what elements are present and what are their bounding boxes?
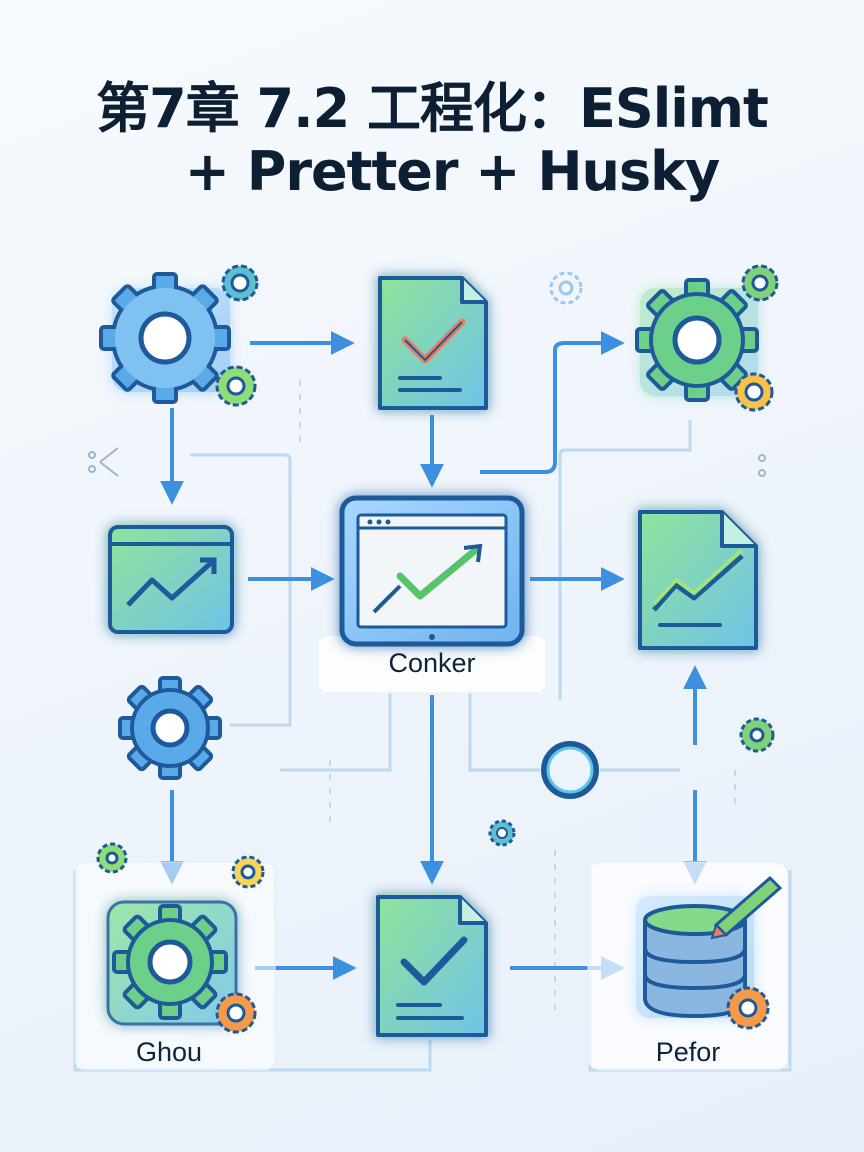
small-gear-icon — [741, 264, 779, 302]
center-node-label: Conker — [388, 648, 476, 678]
title-line-2: + Pretter + Husky — [184, 140, 721, 203]
small-gear-icon — [488, 819, 516, 847]
bottom-right-node-label: Pefor — [655, 1037, 721, 1067]
small-gear-icon — [96, 842, 128, 874]
gear-icon — [106, 900, 238, 1026]
arrow-to-top-right-gear — [480, 331, 625, 474]
decorative-dots — [88, 447, 766, 477]
small-gear-icon — [549, 271, 583, 305]
gear-icon — [99, 272, 231, 404]
small-gear-icon — [726, 986, 770, 1030]
small-gear-icon — [215, 365, 257, 407]
small-gear-icon — [734, 372, 774, 412]
document-check-icon — [376, 895, 488, 1037]
bottom-left-node-label: Ghou — [136, 1037, 203, 1067]
document-check-icon — [378, 276, 488, 410]
database-edit-icon — [636, 875, 783, 1019]
small-gear-icon — [739, 717, 775, 753]
monitor-chart-icon — [339, 495, 525, 647]
document-chart-icon — [638, 510, 758, 650]
small-gear-icon — [215, 992, 257, 1034]
small-gear-icon — [221, 264, 259, 302]
small-gear-icon — [231, 855, 265, 889]
gear-icon — [118, 676, 222, 780]
background-dashes — [299, 380, 736, 1010]
title-line-1: 第7章 7.2 工程化：ESlimt — [96, 77, 769, 140]
ring-node-icon — [541, 741, 599, 799]
gear-icon — [635, 278, 759, 402]
chart-window-icon — [108, 525, 234, 634]
